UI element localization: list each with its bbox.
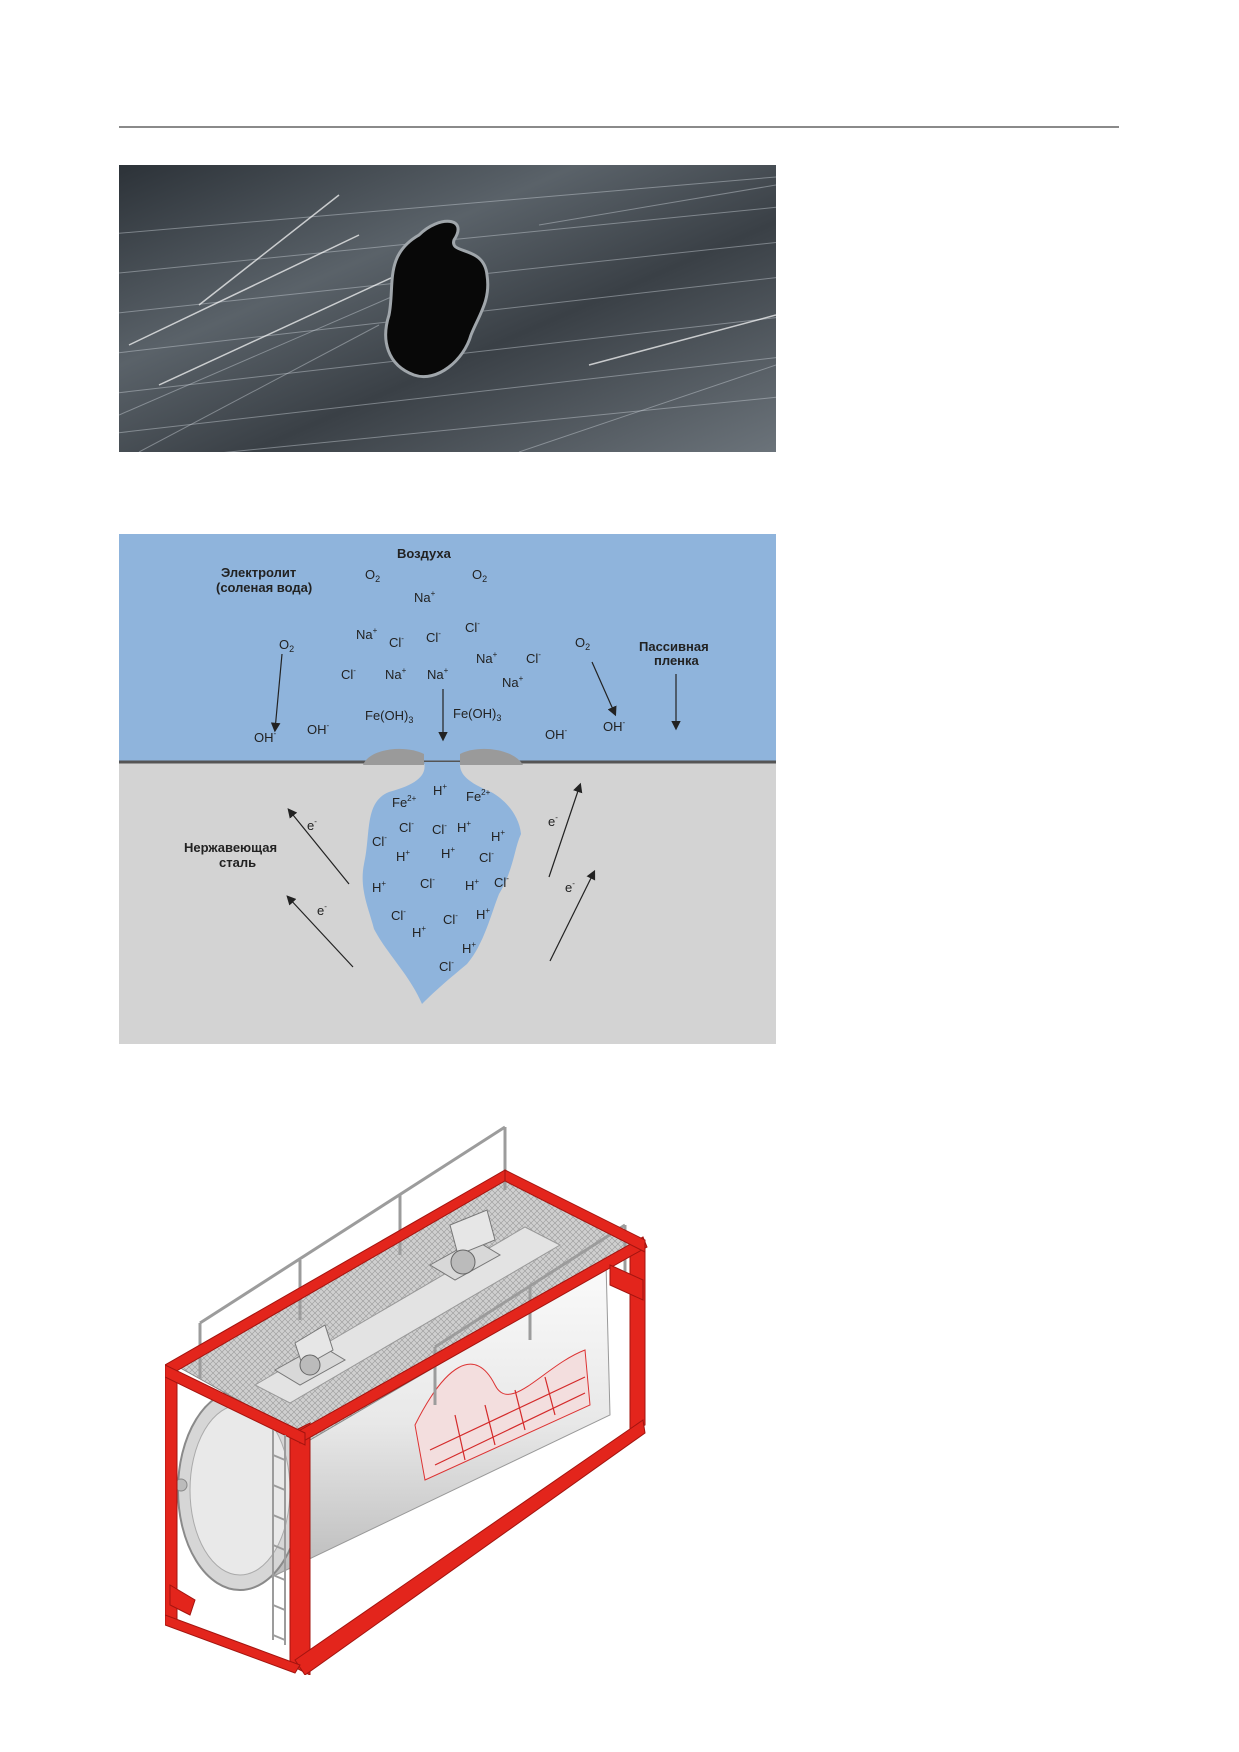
label-passive-film-line2: пленка	[654, 653, 700, 668]
arrows	[270, 653, 681, 968]
ion-cl: Cl-	[443, 911, 458, 927]
ion-na: Na+	[414, 589, 436, 605]
electron-label: e-	[565, 879, 575, 895]
arrow-o2-down-left	[270, 653, 283, 733]
ion-h: H+	[491, 828, 505, 844]
manhole-cover-front	[299, 1354, 321, 1376]
ion-cl: Cl-	[432, 821, 447, 837]
ion-o2: O2	[472, 567, 487, 584]
ion-o2: O2	[575, 635, 590, 652]
tank-container-illustration	[165, 1125, 648, 1675]
pitting-corrosion-diagram: Воздуха Электролит (соленая вода) Пассив…	[119, 534, 776, 1044]
ion-na: Na+	[385, 666, 407, 682]
ion-cl: Cl-	[479, 849, 494, 865]
electron-label: e-	[548, 813, 558, 829]
label-passive-film-line1: Пассивная	[639, 639, 709, 654]
ion-o2: O2	[279, 637, 294, 654]
electron-label: e-	[317, 902, 327, 918]
passive-film-left	[363, 748, 424, 765]
ion-cl: Cl-	[494, 874, 509, 890]
arrow-electron-lower-right	[549, 869, 596, 962]
ion-na: Na+	[427, 666, 449, 682]
ion-h: H+	[457, 819, 471, 835]
label-electrolyte-line2: (соленая вода)	[216, 580, 312, 595]
electron-label: e-	[307, 817, 317, 833]
arrow-o2-down-right	[591, 661, 617, 717]
arrow-electron-upper-right	[548, 782, 583, 878]
ion-h: H+	[465, 877, 479, 893]
manhole-cover-rear	[450, 1249, 476, 1275]
ion-na: Na+	[356, 626, 378, 642]
label-stainless-steel-line1: Нержавеющая	[184, 840, 277, 855]
ion-na: Na+	[502, 674, 524, 690]
ion-cl: Cl-	[465, 619, 480, 635]
ion-h: H+	[441, 845, 455, 861]
ion-h: H+	[476, 906, 490, 922]
ion-cl: Cl-	[526, 650, 541, 666]
ion-oh: OH-	[254, 729, 277, 745]
ion-cl: Cl-	[420, 875, 435, 891]
ion-cl: Cl-	[341, 666, 356, 682]
ion-oh: OH-	[545, 726, 568, 742]
electrons: e- e- e- e-	[307, 813, 575, 918]
ion-cl: Cl-	[391, 907, 406, 923]
passive-film-right	[460, 748, 523, 765]
ion-feoh3: Fe(OH)3	[453, 706, 501, 723]
ion-feoh3: Fe(OH)3	[365, 708, 413, 725]
manhole-lid-rear-open	[449, 1209, 496, 1256]
ion-h: H+	[372, 879, 386, 895]
pit	[362, 762, 521, 1004]
ion-h: H+	[396, 848, 410, 864]
arrow-electron-lower-left	[286, 895, 354, 968]
ladder	[272, 1430, 286, 1645]
ion-oh: OH-	[307, 721, 330, 737]
ion-na: Na+	[476, 650, 498, 666]
label-electrolyte-line1: Электролит	[221, 565, 296, 580]
ion-oh: OH-	[603, 718, 626, 734]
ion-cl: Cl-	[426, 629, 441, 645]
red-frame	[165, 1169, 648, 1675]
ion-cl: Cl-	[372, 833, 387, 849]
ion-h: H+	[433, 782, 447, 798]
ion-fe2: Fe2+	[466, 788, 491, 804]
ion-h: H+	[462, 940, 476, 956]
ion-h: H+	[412, 924, 426, 940]
ion-cl: Cl-	[399, 819, 414, 835]
label-air: Воздуха	[397, 546, 452, 561]
ion-cl: Cl-	[439, 958, 454, 974]
header-rule	[119, 126, 1119, 128]
ions-electrolyte: O2 O2 Na+ Na+ Cl- Cl- Cl- O2 O2 Na+ Cl- …	[254, 567, 626, 745]
arrow-electron-upper-left	[287, 808, 350, 885]
ion-o2: O2	[365, 567, 380, 584]
ion-fe2: Fe2+	[392, 794, 417, 810]
pitting-photo	[119, 165, 776, 452]
ions-pit: H+ Fe2+ Fe2+ Cl- Cl- H+ H+ Cl- H+ H+ Cl-…	[372, 782, 509, 974]
label-stainless-steel-line2: сталь	[219, 855, 256, 870]
ion-cl: Cl-	[389, 634, 404, 650]
tank-interior-frame	[429, 1376, 586, 1466]
electrolyte-region	[119, 534, 776, 762]
